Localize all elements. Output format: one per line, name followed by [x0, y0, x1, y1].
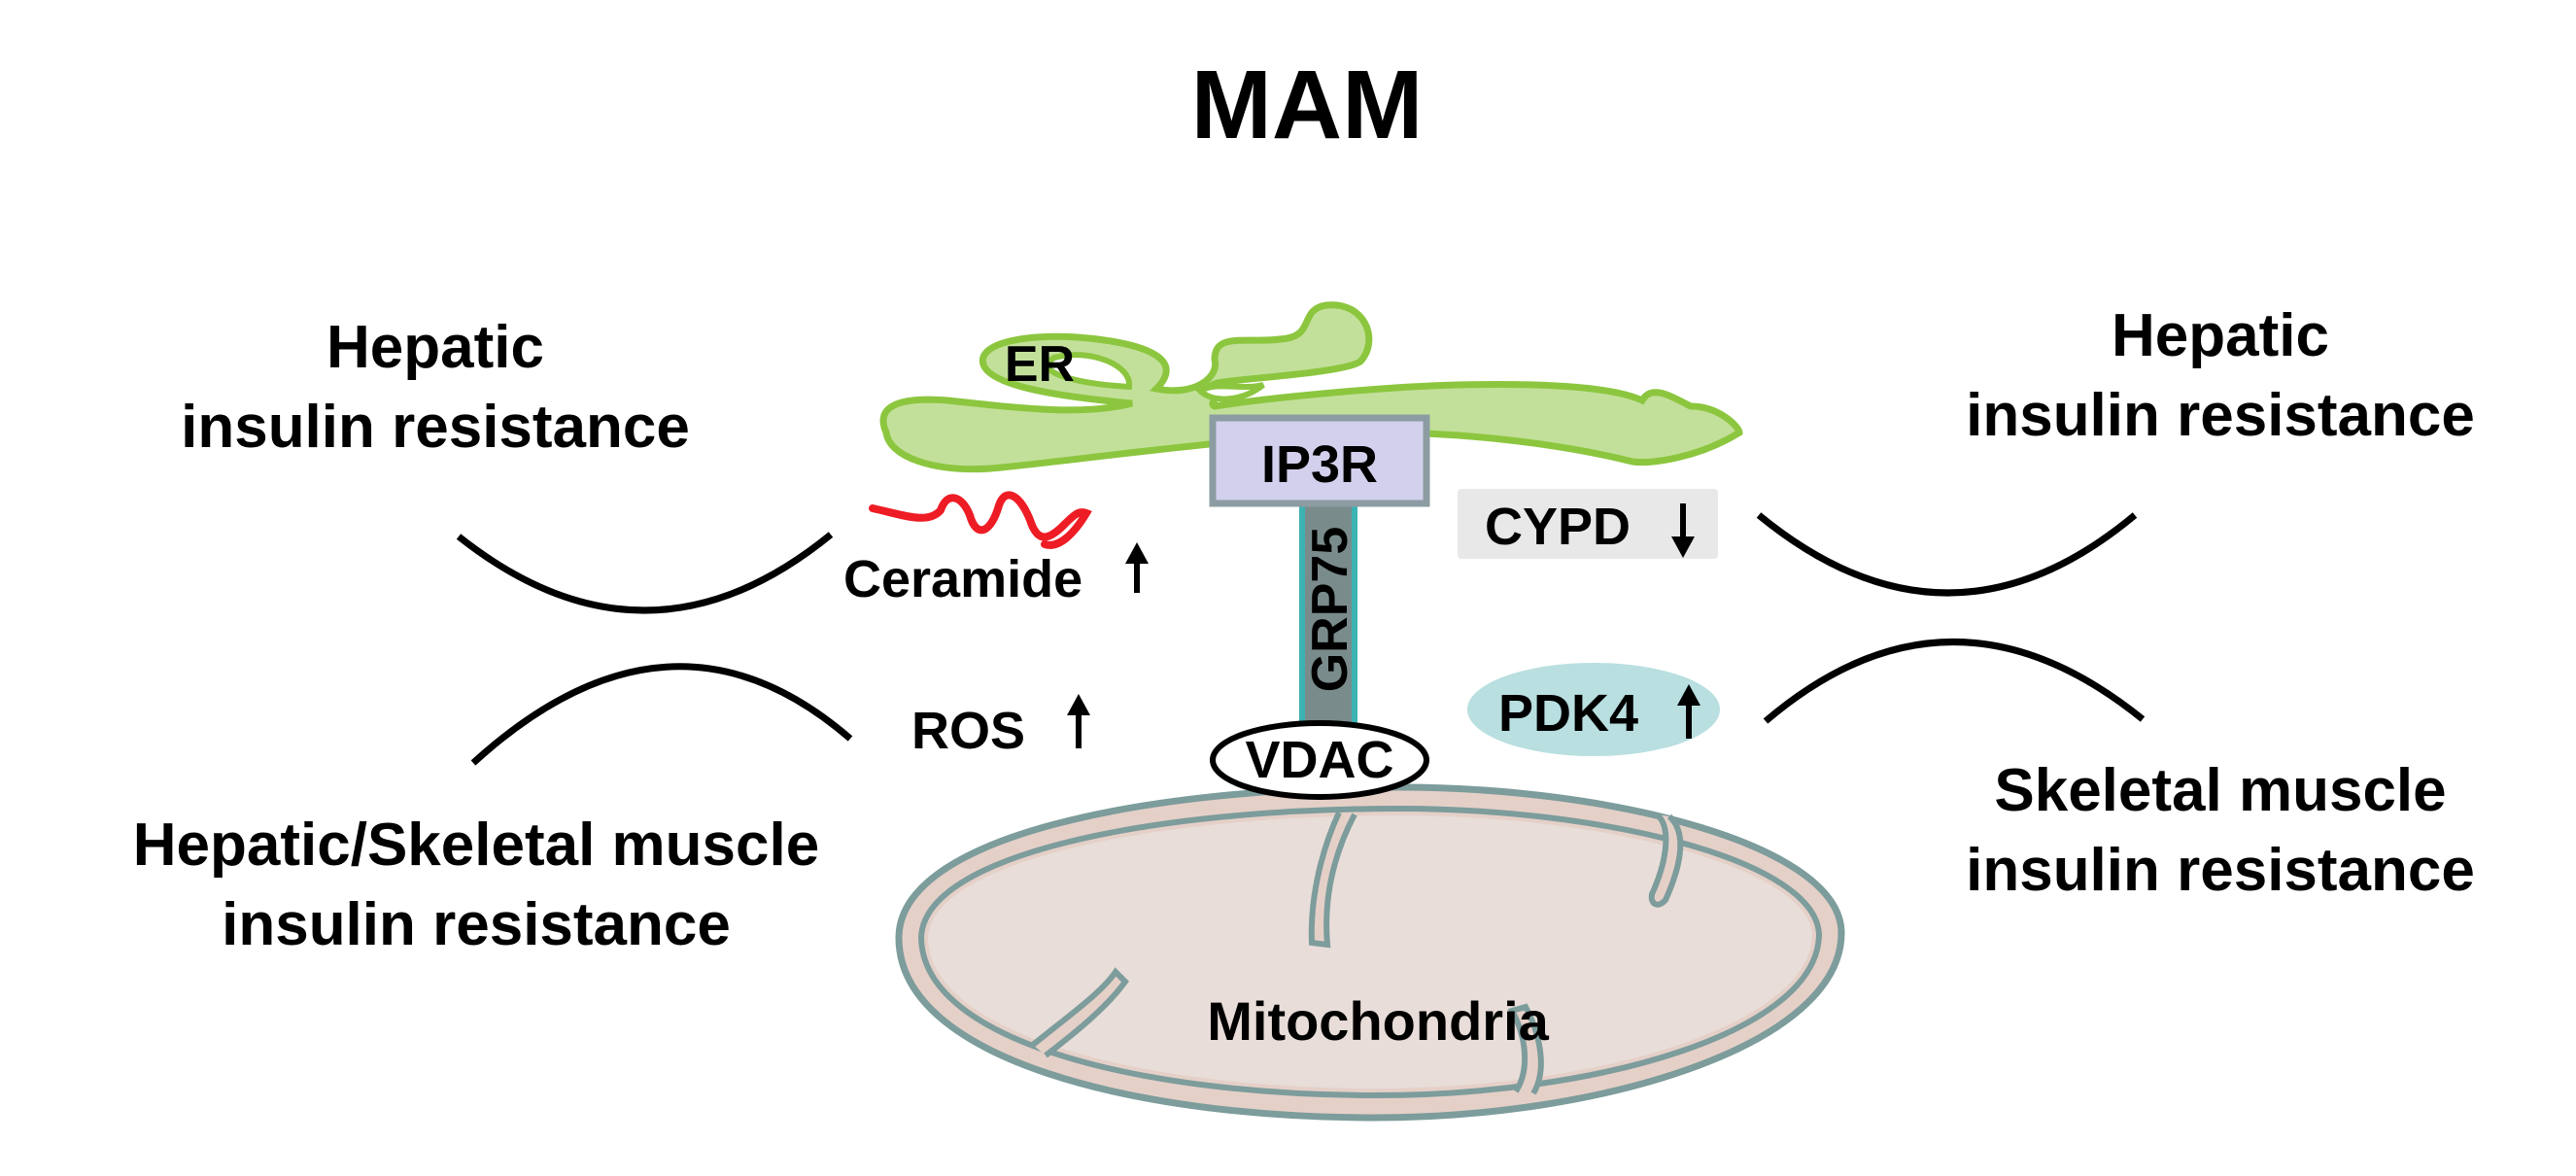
mam-tether-complex: GRP75 IP3R VDAC [1209, 414, 1430, 800]
pdk4-up-arrow-icon [1677, 684, 1700, 739]
ros-group: ROS [911, 694, 1090, 760]
diagram-title: MAM [1191, 51, 1424, 159]
ip3r-label: IP3R [1261, 435, 1378, 494]
crista [1507, 1003, 1544, 1095]
pdk4-label: PDK4 [1498, 684, 1638, 743]
arc-bottom-right [1763, 639, 2146, 724]
cypd-label: CYPD [1485, 498, 1631, 556]
vdac-label: VDAC [1245, 731, 1393, 789]
ceramide-group: Ceramide [843, 491, 1149, 608]
mitochondria-label: Mitochondria [1207, 990, 1549, 1052]
outcome-line: Hepatic [326, 314, 544, 381]
outcome-line: insulin resistance [1966, 382, 2475, 449]
er-lumen-gap [1194, 382, 1265, 402]
outcome-line: Skeletal muscle [1994, 757, 2446, 824]
crista [1648, 812, 1684, 908]
outcome-line: insulin resistance [181, 394, 690, 461]
cypd-group: CYPD [1458, 489, 1718, 559]
ceramide-label: Ceramide [843, 550, 1082, 608]
outcome-top-left: Hepatic insulin resistance [181, 314, 690, 461]
er-body [879, 301, 1743, 473]
cypd-badge [1458, 489, 1718, 559]
grp75-label: GRP75 [1302, 527, 1358, 693]
mitochondrion: Mitochondria [895, 783, 1845, 1122]
mitochondria-inner-membrane-line [917, 805, 1823, 1099]
pdk4-group: PDK4 [1467, 663, 1720, 756]
ros-up-arrow-icon [1067, 694, 1090, 748]
arc-top-right [1756, 512, 2138, 597]
outcome-line: insulin resistance [1966, 837, 2475, 904]
outcome-bottom-right: Skeletal muscle insulin resistance [1966, 757, 2475, 904]
er-label: ER [1005, 336, 1075, 393]
ceramide-up-arrow-icon [1125, 542, 1149, 593]
ros-label: ROS [911, 702, 1025, 760]
outcome-line: Hepatic/Skeletal muscle [133, 812, 819, 879]
ceramide-wave-icon [869, 491, 1092, 549]
outcome-line: insulin resistance [222, 891, 731, 958]
crista [1308, 811, 1357, 949]
endoplasmic-reticulum: ER [879, 301, 1743, 473]
crista [1031, 967, 1129, 1058]
er-lumen-gap [1045, 352, 1133, 391]
vdac-channel [1210, 720, 1429, 800]
outcome-bottom-left: Hepatic/Skeletal muscle insulin resistan… [133, 812, 819, 958]
arc-top-left [456, 532, 834, 614]
outcome-top-right: Hepatic insulin resistance [1966, 302, 2475, 449]
cypd-down-arrow-icon [1671, 503, 1695, 558]
ip3r-box [1209, 414, 1430, 507]
outcome-line: Hepatic [2112, 302, 2329, 369]
pdk4-badge [1467, 663, 1720, 756]
arc-bottom-left [470, 663, 853, 766]
